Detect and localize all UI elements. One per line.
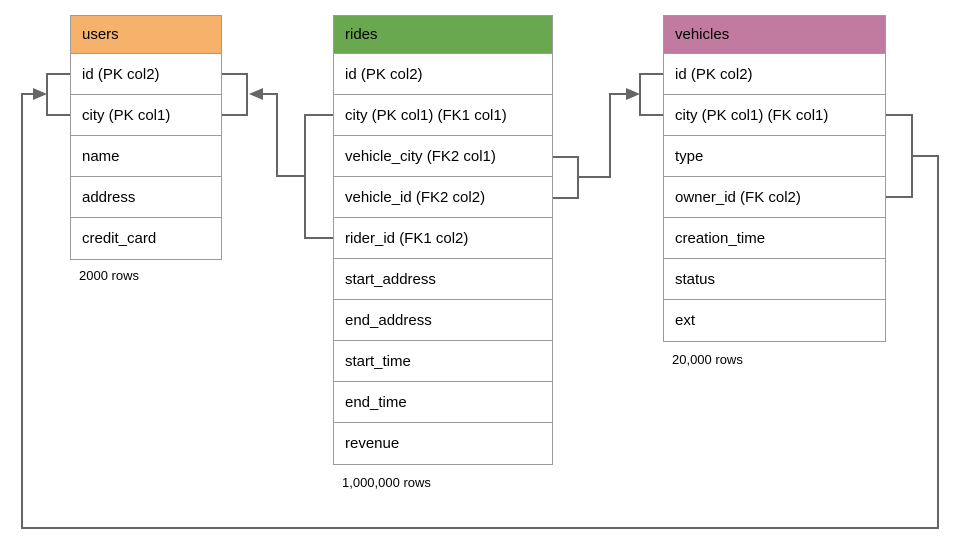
table-vehicles-row-id: id (PK col2) <box>664 54 885 95</box>
rides-left-bracket <box>304 114 333 239</box>
arrowhead-into-users-left <box>33 88 47 100</box>
table-rides-row-id: id (PK col2) <box>334 54 552 95</box>
table-rides: rides id (PK col2) city (PK col1) (FK1 c… <box>333 15 553 465</box>
table-rides-row-revenue: revenue <box>334 423 552 464</box>
table-users-rowcount: 2000 rows <box>79 268 139 283</box>
table-users-header: users <box>71 16 221 54</box>
table-users-row-id: id (PK col2) <box>71 54 221 95</box>
rides-vehicles-shaft <box>578 93 627 178</box>
table-vehicles: vehicles id (PK col2) city (PK col1) (FK… <box>663 15 886 342</box>
arrowhead-into-users-right <box>249 88 263 100</box>
vehicles-left-bracket <box>639 73 663 116</box>
rides-users-shaft <box>262 93 305 177</box>
users-right-bracket <box>222 73 248 116</box>
connector-rides-to-users <box>222 73 333 239</box>
table-rides-row-start-address: start_address <box>334 259 552 300</box>
table-rides-row-vehicle-id: vehicle_id (FK2 col2) <box>334 177 552 218</box>
table-vehicles-header: vehicles <box>664 16 885 54</box>
table-rides-header: rides <box>334 16 552 54</box>
table-rides-row-city: city (PK col1) (FK1 col1) <box>334 95 552 136</box>
table-users-row-credit-card: credit_card <box>71 218 221 259</box>
users-left-bracket <box>46 73 70 116</box>
table-rides-row-end-time: end_time <box>334 382 552 423</box>
vehicles-right-bracket <box>886 114 913 198</box>
table-vehicles-row-type: type <box>664 136 885 177</box>
table-users-row-address: address <box>71 177 221 218</box>
table-users-row-name: name <box>71 136 221 177</box>
vehicles-users-shaft <box>21 93 939 529</box>
table-users: users id (PK col2) city (PK col1) name a… <box>70 15 222 260</box>
table-vehicles-row-status: status <box>664 259 885 300</box>
table-rides-rowcount: 1,000,000 rows <box>342 475 431 490</box>
table-vehicles-row-city: city (PK col1) (FK col1) <box>664 95 885 136</box>
connector-rides-to-vehicles <box>553 73 663 199</box>
arrowhead-into-vehicles-left <box>626 88 640 100</box>
table-vehicles-row-ext: ext <box>664 300 885 341</box>
table-rides-row-rider-id: rider_id (FK1 col2) <box>334 218 552 259</box>
table-rides-row-start-time: start_time <box>334 341 552 382</box>
table-vehicles-row-creation-time: creation_time <box>664 218 885 259</box>
table-vehicles-row-owner-id: owner_id (FK col2) <box>664 177 885 218</box>
table-rides-row-end-address: end_address <box>334 300 552 341</box>
rides-right-bracket <box>553 156 579 199</box>
table-rides-row-vehicle-city: vehicle_city (FK2 col1) <box>334 136 552 177</box>
table-vehicles-rowcount: 20,000 rows <box>672 352 743 367</box>
table-users-row-city: city (PK col1) <box>71 95 221 136</box>
connector-vehicles-to-users <box>21 73 939 529</box>
